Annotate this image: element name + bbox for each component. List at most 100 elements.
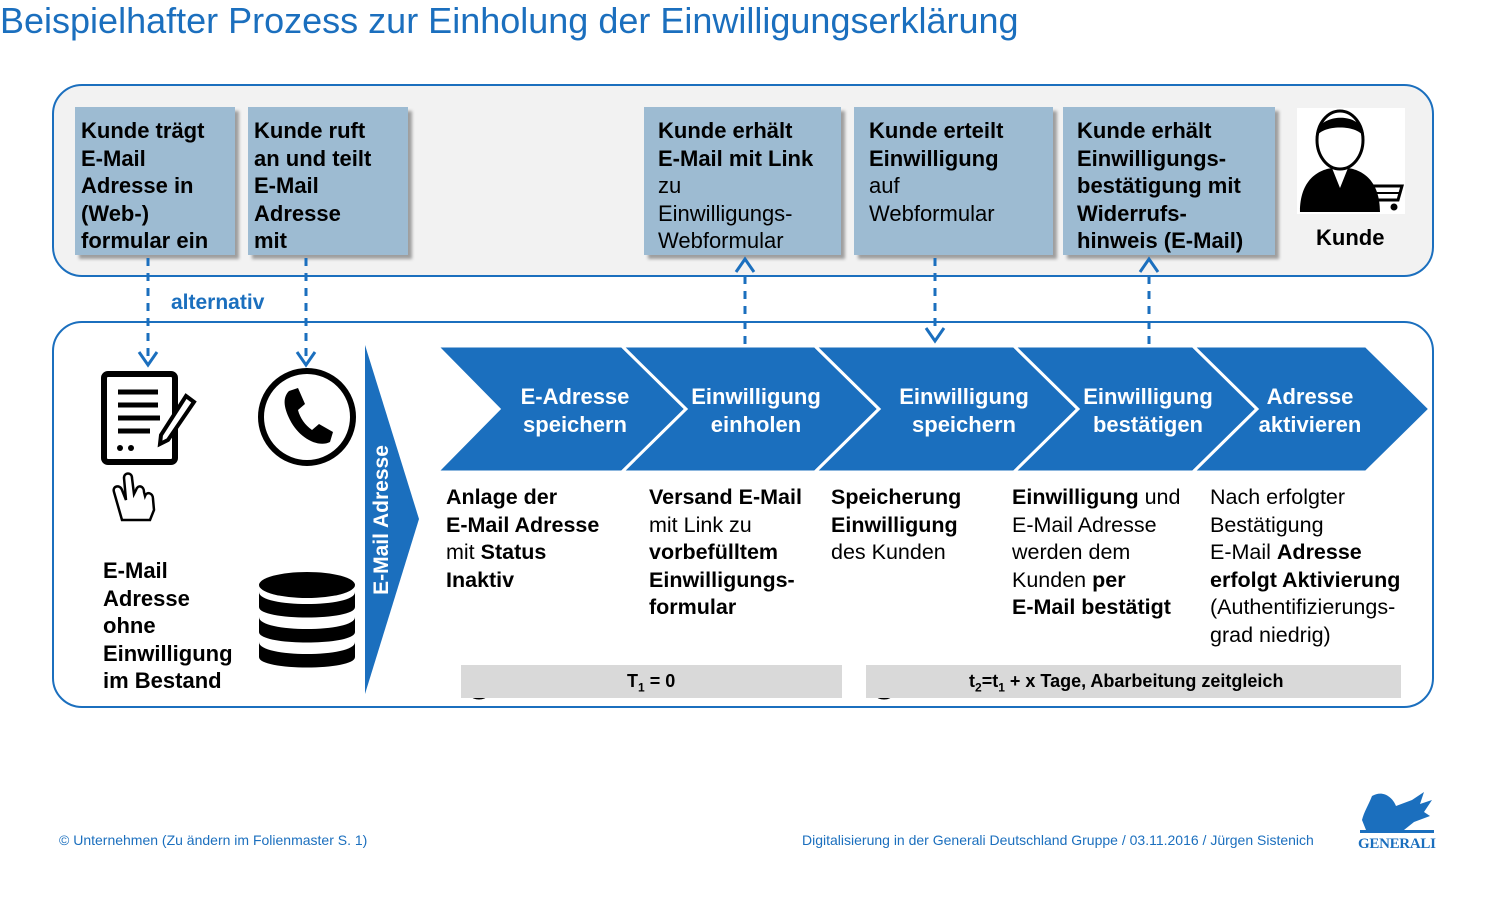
customer-box-line: Einwilligungs- <box>1077 145 1227 171</box>
description-line: werden dem <box>1012 539 1180 567</box>
description-line: Anlage der <box>446 484 599 512</box>
description-segment: Inaktiv <box>446 567 515 592</box>
customer-box-line: Kunde ruft <box>254 118 366 143</box>
description-segment: E-Mail bestätigt <box>1012 595 1171 619</box>
description-segment: erfolgt Aktivierung <box>1210 567 1401 592</box>
description-line: vorbefülltem <box>649 539 802 567</box>
chevron-step-5 <box>1189 344 1433 474</box>
customer-box-line: Einwilligungs- <box>658 200 793 226</box>
inventory-label: E-Mail Adresse ohne Einwilligung im Best… <box>103 558 233 693</box>
description-line: formular <box>649 594 802 622</box>
arrow-down-icon <box>137 351 159 368</box>
description-line: mit Link zu <box>649 512 802 540</box>
description-line: des Kunden <box>831 539 961 567</box>
email-address-vertical-label: E-Mail Adresse <box>370 445 393 595</box>
description-line: Einwilligung und <box>1012 484 1180 512</box>
description-segment: Einwilligung <box>831 512 958 537</box>
description-line: Nach erfolgter <box>1210 484 1400 512</box>
timeline-label-t2: t2=t1 + x Tage, Abarbeitung zeitgleich <box>969 671 1284 695</box>
description-line: erfolgt Aktivierung <box>1210 567 1400 595</box>
customer-box-line: zu <box>658 173 682 198</box>
timeline-bar-t1: T1 = 0 <box>461 665 842 698</box>
process-chevrons <box>433 344 1433 474</box>
customer-box-line: Einwilligung <box>869 145 999 171</box>
description-segment: Anlage der <box>446 485 558 509</box>
database-icon <box>259 572 355 668</box>
description-line: grad niedrig) <box>1210 622 1400 650</box>
customer-box-line: Adresse in <box>81 173 194 198</box>
description-segment: E-Mail Adresse <box>446 512 600 537</box>
description-segment: werden dem <box>1012 540 1131 564</box>
generali-logo-text: GENERALI <box>1358 836 1436 852</box>
description-segment: Versand E-Mail <box>649 485 802 509</box>
customer-box-line: E-Mail <box>254 173 319 198</box>
description-segment: Bestätigung <box>1210 512 1324 537</box>
customer-box-line: formular ein <box>81 228 209 253</box>
description-line: E-Mail Adresse <box>446 512 599 540</box>
customer-box-line: an und teilt <box>254 145 372 171</box>
customer-box-line: Kunde erhält <box>1077 118 1212 143</box>
hand-pointer-icon <box>112 472 156 522</box>
description-line: Einwilligung <box>831 512 961 540</box>
customer-box-line: Kunde erhält <box>658 118 793 143</box>
description-segment: und <box>1138 485 1181 509</box>
description-segment: E-Mail Adresse <box>1012 512 1157 537</box>
description-segment: mit <box>446 540 481 564</box>
description-line: E-Mail Adresse <box>1210 539 1400 567</box>
description-segment: Adresse <box>1276 540 1362 564</box>
description-segment: Einwilligung <box>1012 485 1139 509</box>
arrow-down-icon <box>924 327 946 344</box>
description-segment: per <box>1092 567 1126 592</box>
description-line: Versand E-Mail <box>649 484 802 512</box>
description-segment: Status <box>480 540 547 564</box>
description-line: (Authentifizierungs- <box>1210 594 1400 622</box>
description-segment: Nach erfolgter <box>1210 485 1346 509</box>
phone-icon <box>258 368 356 466</box>
arrow-up-icon <box>734 256 756 273</box>
footer-presentation-info: Digitalisierung in der Generali Deutschl… <box>802 832 1314 848</box>
customer-box-line: E-Mail mit Link <box>658 145 814 171</box>
customer-box-line: hinweis (E-Mail) <box>1077 228 1244 253</box>
description-line: E-Mail bestätigt <box>1012 594 1180 622</box>
description-segment: (Authentifizierungs- <box>1210 595 1396 619</box>
alternativ-label: alternativ <box>171 291 265 314</box>
description-segment: E-Mail <box>1210 540 1277 564</box>
description-line: Bestätigung <box>1210 512 1400 540</box>
timeline-bar-t2: t2=t1 + x Tage, Abarbeitung zeitgleich <box>866 665 1401 698</box>
customer-box-line: Webformular <box>658 228 784 253</box>
description-line: E-Mail Adresse <box>1012 512 1180 540</box>
arrow-up-icon <box>1138 256 1160 273</box>
customer-box-line: mit <box>254 228 287 253</box>
customer-box-line: Webformular <box>869 200 995 226</box>
form-icon <box>101 371 197 465</box>
description-segment: Kunden <box>1012 567 1093 592</box>
customer-icon <box>1297 108 1405 214</box>
customer-box-line: auf <box>869 173 900 198</box>
customer-label: Kunde <box>1316 225 1385 250</box>
description-line: Inaktiv <box>446 567 599 595</box>
email-address-arrow <box>365 345 419 694</box>
customer-box-line: Kunde trägt <box>81 118 205 143</box>
footer-copyright: © Unternehmen (Zu ändern im Folienmaster… <box>59 832 368 848</box>
customer-box-line: Adresse <box>254 200 341 226</box>
arrow-down-icon <box>295 351 317 368</box>
customer-box-line: Widerrufs- <box>1077 200 1187 226</box>
description-segment: Einwilligungs- <box>649 567 795 592</box>
page-title: Beispielhafter Prozess zur Einholung der… <box>0 0 1019 41</box>
customer-box-line: (Web-) <box>81 200 150 226</box>
customer-box-line: bestätigung mit <box>1077 173 1241 198</box>
